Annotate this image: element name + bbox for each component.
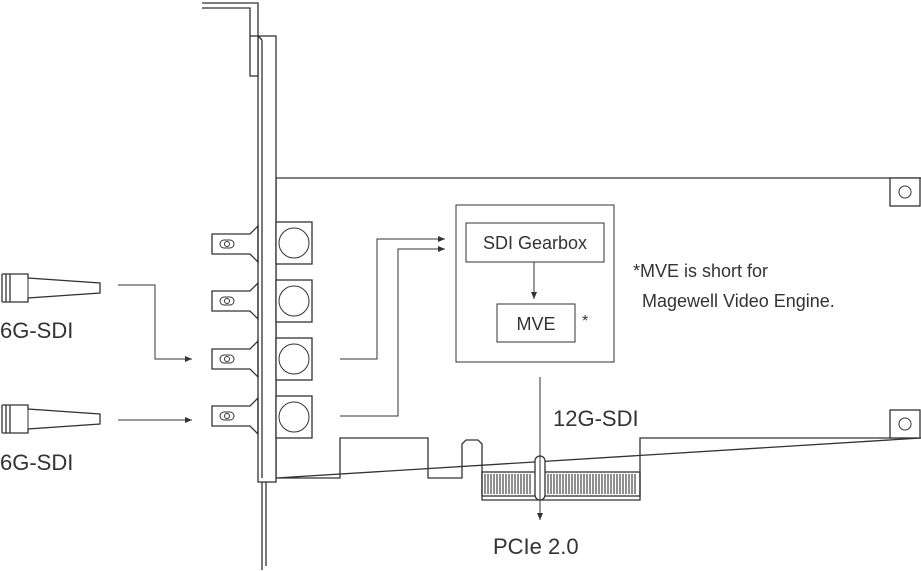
input-label-bottom: 6G-SDI bbox=[0, 450, 73, 475]
bnc-connector-3 bbox=[211, 337, 313, 381]
mounting-bracket bbox=[202, 2, 277, 570]
signal-arrow-lower bbox=[340, 246, 445, 417]
mve-label: MVE bbox=[516, 314, 555, 334]
mounting-hole-top bbox=[889, 177, 921, 207]
bnc-connector-4 bbox=[211, 395, 313, 439]
mounting-hole-bottom bbox=[889, 409, 921, 439]
sdi-cable-bottom bbox=[1, 404, 101, 434]
output-signal-label: 12G-SDI bbox=[553, 406, 639, 431]
pcie-label: PCIe 2.0 bbox=[493, 534, 579, 559]
mve-box bbox=[496, 303, 576, 343]
mve-footnote-marker: * bbox=[582, 313, 588, 330]
signal-arrow-upper bbox=[340, 236, 445, 360]
input-arrow-top bbox=[118, 284, 192, 362]
sdi-cable-top bbox=[1, 273, 101, 303]
pcie-edge-connector bbox=[481, 471, 641, 497]
pcb-board bbox=[275, 177, 921, 501]
mve-note-line2: Magewell Video Engine. bbox=[642, 291, 835, 311]
sdi-gearbox-box bbox=[465, 222, 605, 263]
sdi-gearbox-label: SDI Gearbox bbox=[483, 233, 587, 253]
bnc-connector-2 bbox=[211, 279, 313, 323]
processing-block bbox=[455, 204, 615, 363]
bnc-connector-1 bbox=[211, 221, 313, 265]
input-label-top: 6G-SDI bbox=[0, 318, 73, 343]
mve-note-line1: *MVE is short for bbox=[633, 261, 768, 281]
